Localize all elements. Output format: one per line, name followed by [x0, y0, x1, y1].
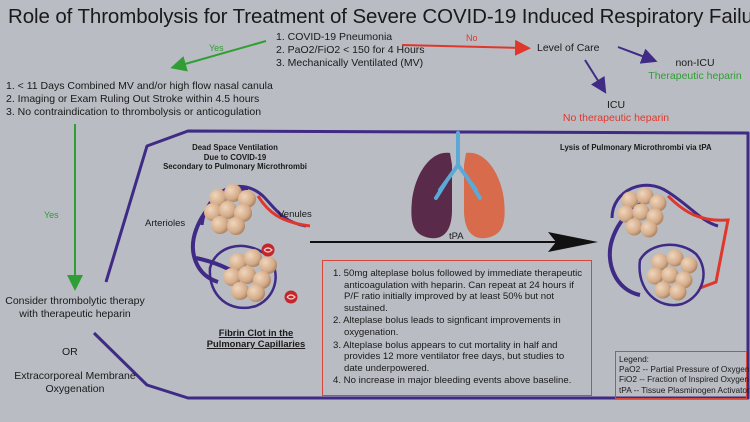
- venules-label: Venules: [278, 209, 312, 220]
- yes-label-top: Yes: [209, 43, 224, 53]
- fibrin-clot-label: Fibrin Clot in the Pulmonary Capillaries: [196, 327, 316, 349]
- evidence-item: 4. No increase in major bleeding events …: [333, 375, 572, 387]
- legend-item: PaO2 -- Partial Pressure of Oxygen: [619, 364, 750, 375]
- therapy-option-thrombolysis: Consider thrombolytic therapy with thera…: [0, 295, 150, 321]
- option2-line-2: Oxygenation: [45, 383, 105, 395]
- capillary-lower: [208, 244, 277, 310]
- criteria-left-2: 2. Imaging or Exam Ruling Out Stroke wit…: [6, 93, 260, 105]
- option1-line-2: with therapeutic heparin: [19, 308, 131, 320]
- arterioles-label: Arterioles: [145, 218, 186, 229]
- option1-line-1: Consider thrombolytic therapy: [5, 295, 145, 307]
- page-title: Role of Thrombolysis for Treatment of Se…: [8, 5, 750, 28]
- lysis-heading: Lysis of Pulmonary Microthrombi via tPA: [560, 143, 712, 152]
- legend-item: FiO2 -- Fraction of Inspired Oxygen: [619, 374, 750, 385]
- dead-space-line-2: Due to COVID-19: [203, 152, 267, 162]
- dead-space-line-1: Dead Space Ventilation: [192, 143, 278, 152]
- level-of-care: Level of Care: [537, 42, 600, 54]
- microthrombus-right-lower: [646, 249, 698, 301]
- legend-title: Legend:: [619, 354, 649, 364]
- option2-line-1: Extracorporeal Membrane: [14, 370, 136, 382]
- criteria-top-2: 2. PaO2/FiO2 < 150 for 4 Hours: [276, 44, 425, 56]
- criteria-top-1: 1. COVID-19 Pneumonia: [276, 31, 393, 43]
- non-icu-block: non-ICU Therapeutic heparin: [640, 57, 750, 83]
- tpa-label: tPA: [449, 231, 464, 242]
- venule-vessel-right: [666, 194, 730, 290]
- initial-criteria: 1. COVID-19 Pneumonia 2. PaO2/FiO2 < 150…: [276, 31, 476, 70]
- arrow-to-icu: [584, 59, 607, 94]
- evidence-item: 3. Alteplase bolus appears to cut mortal…: [333, 339, 565, 374]
- microthrombus-upper: [204, 184, 256, 235]
- criteria-left-1: 1. < 11 Days Combined MV and/or high flo…: [6, 80, 273, 92]
- dead-space-heading: Dead Space Ventilation Due to COVID-19 S…: [150, 143, 320, 172]
- microthrombus-lower: [223, 249, 277, 302]
- criteria-left-3: 3. No contraindication to thrombolysis o…: [6, 106, 262, 118]
- lungs-icon: [411, 131, 505, 239]
- criteria-top-3: 3. Mechanically Ventilated (MV): [276, 57, 424, 69]
- therapy-option-ecmo: Extracorporeal Membrane Oxygenation: [0, 370, 150, 396]
- thrombolysis-criteria: 1. < 11 Days Combined MV and/or high flo…: [6, 80, 306, 119]
- capillary-lower-right: [638, 243, 705, 307]
- fibrin-clot-line-2: Pulmonary Capillaries: [206, 338, 306, 349]
- yes-label-left: Yes: [44, 210, 59, 220]
- arrow-to-non-icu: [617, 46, 658, 64]
- icu-treatment: No therapeutic heparin: [562, 112, 670, 124]
- evidence-item: 1. 50mg alteplase bolus followed by imme…: [333, 268, 583, 314]
- microthrombus-right-upper: [617, 187, 667, 238]
- yes-arrow-top: [170, 40, 267, 72]
- no-label: No: [466, 33, 478, 43]
- no-arrow: [401, 39, 531, 56]
- dead-space-line-3: Secondary to Pulmonary Microthrombi: [163, 162, 307, 171]
- legend-item: tPA -- Tissue Plasminogen Activator: [619, 384, 750, 395]
- non-icu-label: non-ICU: [675, 57, 715, 69]
- evidence-box: 1. 50mg alteplase bolus followed by imme…: [322, 260, 592, 396]
- icu-block: ICU No therapeutic heparin: [546, 99, 686, 125]
- icu-label: ICU: [606, 99, 626, 111]
- evidence-item: 2. Alteplase bolus leads to signficant i…: [333, 315, 561, 338]
- or-label: OR: [62, 346, 78, 358]
- venule-vessel: [256, 195, 311, 228]
- tpa-arrowhead: [548, 232, 598, 252]
- non-icu-treatment: Therapeutic heparin: [648, 70, 742, 82]
- fibrin-clot-line-1: Fibrin Clot in the: [218, 327, 294, 338]
- legend-box: Legend: PaO2 -- Partial Pressure of Oxyg…: [615, 351, 750, 399]
- fibrin-clot-icon: [261, 243, 298, 304]
- treatment-bracket: [92, 129, 750, 400]
